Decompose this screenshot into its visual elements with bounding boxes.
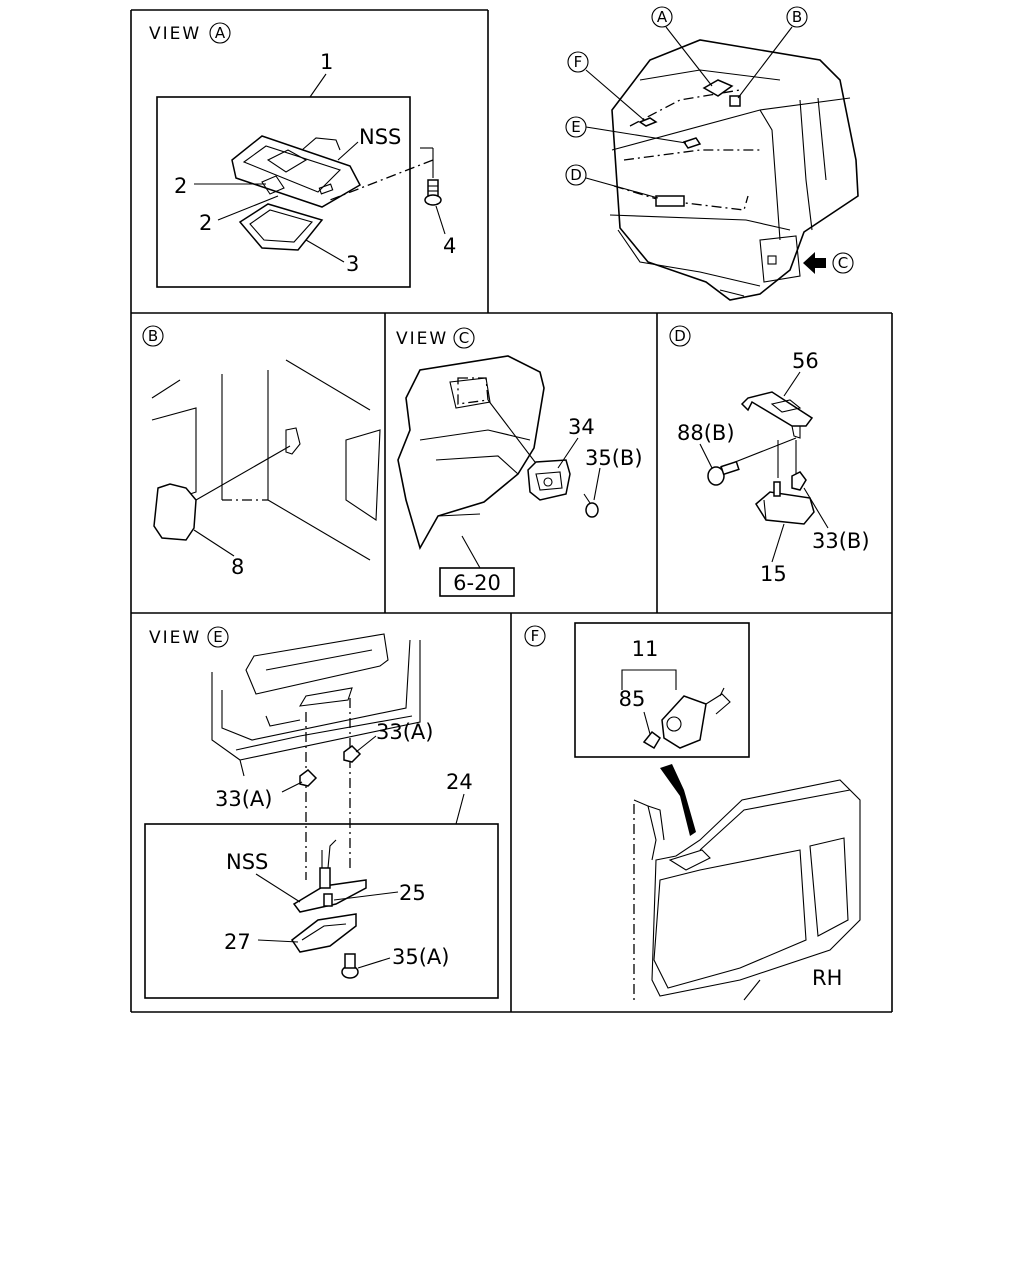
view-a-letter: A [215,24,226,42]
cap-8 [153,483,197,541]
label-part-88b: 88(B) [677,421,735,445]
assembly-box-24 [144,823,499,999]
clip-33a-left [299,769,318,787]
label-part-85: 85 [619,687,646,711]
view-a-circle [209,22,231,44]
screw-35b [583,493,599,518]
cab-outline [609,39,859,301]
panel-view-e: VIEW E 33(A) 33(A) 24 [144,626,499,999]
callout-a: A [651,6,713,87]
bulb-85 [642,730,661,750]
panel-d: D 56 88(B) 33(B) 15 [669,325,870,586]
screw-4 [424,179,442,206]
label-part-4: 4 [443,234,456,258]
assembly-box-1 [156,96,411,288]
ref-box-6-20 [439,567,515,597]
label-part-15: 15 [760,562,787,586]
svg-text:B: B [792,8,802,26]
label-ref-6-20: 6-20 [453,571,501,595]
lamp-15 [755,481,815,525]
label-part-2b: 2 [199,211,212,235]
label-part-34: 34 [568,415,595,439]
clip-33b [791,471,807,491]
pointer-wedge [660,764,696,836]
svg-text:D: D [570,166,582,184]
label-part-2a: 2 [174,174,187,198]
lamp-lens-3 [238,203,324,251]
mark-b [729,95,741,107]
label-part-56: 56 [792,349,819,373]
header-panel-e [211,633,421,777]
view-e-letter: E [213,628,222,646]
view-c-letter: C [459,329,469,347]
cab-step-panel-c [397,355,545,551]
lamp-11 [661,687,731,749]
arrow-view-c: C [803,252,854,274]
hook-34 [527,459,571,501]
mark-a [702,79,734,97]
mark-f [638,117,658,127]
callout-e: E [565,116,687,144]
callout-d: D [565,164,659,199]
label-part-27: 27 [224,930,251,954]
panel-grid [130,9,893,1013]
label-part-35b: 35(B) [585,446,643,470]
room-lamp-housing [231,135,361,208]
assembly-box-11 [574,622,750,758]
label-part-33a-left: 33(A) [215,787,272,811]
label-rh: RH [812,966,842,990]
cab-side-f [633,779,861,1001]
lamp-base-25 [292,839,367,913]
label-part-35a: 35(A) [392,945,449,969]
panel-b-letter: B [148,327,158,345]
label-part-33a-top: 33(A) [376,720,433,744]
label-part-8: 8 [231,555,244,579]
screw-35a [341,953,359,979]
label-part-1: 1 [320,50,333,74]
mark-e [682,137,702,149]
panel-b: B 8 [142,325,381,579]
svg-text:F: F [574,53,583,71]
panel-cab-overview: A B F E D C [565,6,859,301]
svg-text:A: A [657,8,668,26]
mark-d [655,195,685,207]
label-part-11: 11 [632,637,659,661]
callout-f: F [567,51,645,121]
label-nss-e: NSS [226,850,268,874]
svg-text:C: C [838,254,848,272]
panel-f: F 11 85 RH [524,622,861,1001]
panel-view-c: VIEW C 34 35(B) 6-20 [396,327,643,597]
clip-33a-top [343,745,362,763]
cab-rear-wall-b [151,359,381,561]
label-part-33b: 33(B) [812,529,870,553]
view-e-prefix: VIEW [149,628,201,648]
lens-27 [290,913,357,953]
panel-f-letter: F [531,627,540,645]
label-part-24: 24 [446,770,473,794]
callout-b: B [737,6,808,99]
label-nss-a: NSS [359,125,401,149]
panel-d-letter: D [674,327,686,345]
panel-view-a: VIEW A 1 NSS 2 2 [149,22,456,288]
view-c-prefix: VIEW [396,329,448,349]
bracket-56 [740,391,814,439]
view-a-prefix: VIEW [149,24,201,44]
svg-text:E: E [571,118,580,136]
label-part-3: 3 [346,252,359,276]
label-part-25: 25 [399,881,426,905]
bolt-88b [707,460,740,486]
